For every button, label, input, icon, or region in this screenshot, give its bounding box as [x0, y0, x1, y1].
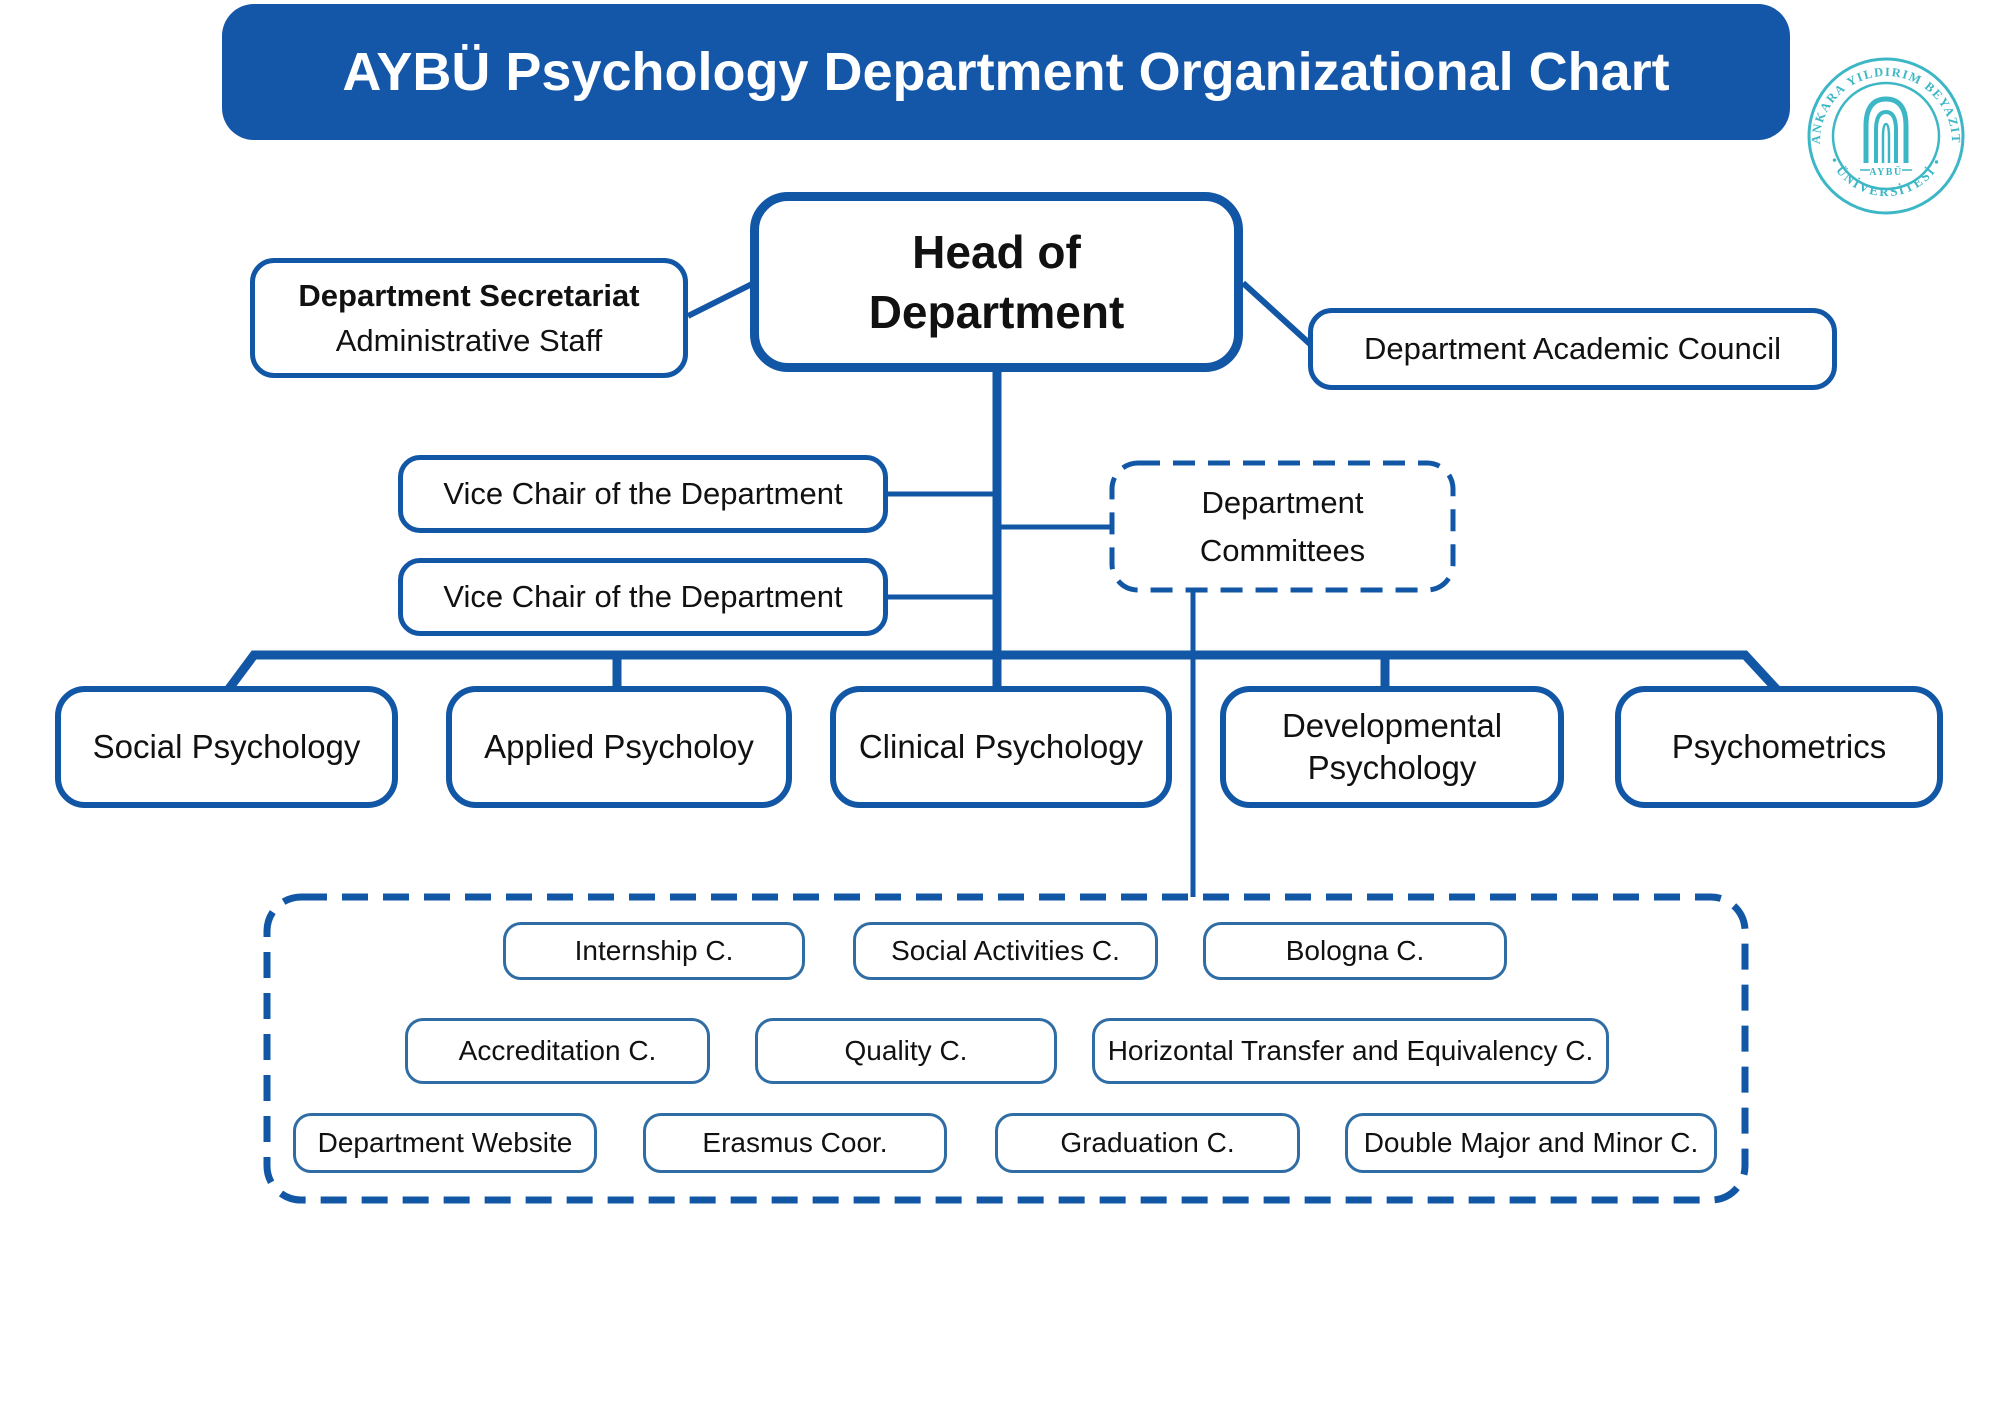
node-vice-chair-2: Vice Chair of the Department: [398, 558, 888, 636]
node-erasmus-coordinator: Erasmus Coor.: [643, 1113, 947, 1173]
node-social-psychology: Social Psychology: [55, 686, 398, 808]
head-line-1: Head of: [912, 226, 1081, 278]
node-department-committees: Department Committees: [1112, 463, 1453, 590]
node-head-of-department: Head of Department: [750, 192, 1243, 372]
vice-chair-1-label: Vice Chair of the Department: [443, 476, 843, 511]
arch-gate-icon: [1860, 96, 1912, 171]
node-psychometrics: Psychometrics: [1615, 686, 1943, 808]
bologna-committee-label: Bologna C.: [1285, 935, 1425, 966]
applied-psychology-label: Applied Psycholoy: [484, 728, 754, 765]
department-website-label: Department Website: [317, 1127, 573, 1158]
node-department-website: Department Website: [293, 1113, 597, 1173]
academic-council-label: Department Academic Council: [1364, 331, 1781, 366]
committees-line-1: Department: [1201, 484, 1364, 520]
psychometrics-label: Psychometrics: [1671, 728, 1887, 765]
secretariat-title: Department Secretariat: [298, 278, 640, 313]
node-clinical-psychology: Clinical Psychology: [830, 686, 1172, 808]
head-line-2: Department: [868, 286, 1125, 338]
university-logo: ANKARA YILDIRIM BEYAZIT • ÜNİVERSİTESİ •…: [1807, 57, 1965, 215]
node-horizontal-transfer-committee: Horizontal Transfer and Equivalency C.: [1092, 1018, 1609, 1084]
node-applied-psychology: Applied Psycholoy: [446, 686, 792, 808]
node-vice-chair-1: Vice Chair of the Department: [398, 455, 888, 533]
page-title: AYBÜ Psychology Department Organizationa…: [342, 42, 1670, 102]
logo-inner-ring: [1831, 81, 1941, 191]
developmental-psychology-label: Developmental Psychology: [1281, 707, 1503, 786]
node-social-activities-committee: Social Activities C.: [853, 922, 1158, 980]
node-accreditation-committee: Accreditation C.: [405, 1018, 710, 1084]
quality-committee-label: Quality C.: [844, 1035, 968, 1066]
vice-chair-2-label: Vice Chair of the Department: [443, 579, 843, 614]
graduation-committee-label: Graduation C.: [1060, 1127, 1235, 1158]
accreditation-committee-label: Accreditation C.: [458, 1035, 657, 1066]
double-major-minor-committee-label: Double Major and Minor C.: [1363, 1127, 1699, 1158]
social-psychology-label: Social Psychology: [92, 728, 361, 765]
node-graduation-committee: Graduation C.: [995, 1113, 1300, 1173]
node-developmental-psychology: Developmental Psychology: [1220, 686, 1564, 808]
node-department-secretariat: Department Secretariat Administrative St…: [250, 258, 688, 378]
secretariat-subtitle: Administrative Staff: [335, 323, 603, 358]
node-quality-committee: Quality C.: [755, 1018, 1057, 1084]
node-double-major-minor-committee: Double Major and Minor C.: [1345, 1113, 1717, 1173]
node-department-academic-council: Department Academic Council: [1308, 308, 1837, 390]
logo-center-text: AYBÜ: [1869, 165, 1902, 178]
node-internship-committee: Internship C.: [503, 922, 805, 980]
committees-line-2: Committees: [1199, 532, 1366, 568]
horizontal-transfer-committee-label: Horizontal Transfer and Equivalency C.: [1107, 1035, 1594, 1066]
title-banner: AYBÜ Psychology Department Organizationa…: [222, 4, 1790, 140]
erasmus-coordinator-label: Erasmus Coor.: [702, 1127, 888, 1158]
social-activities-committee-label: Social Activities C.: [891, 935, 1120, 966]
clinical-psychology-label: Clinical Psychology: [858, 728, 1144, 765]
internship-committee-label: Internship C.: [574, 935, 734, 966]
node-bologna-committee: Bologna C.: [1203, 922, 1507, 980]
